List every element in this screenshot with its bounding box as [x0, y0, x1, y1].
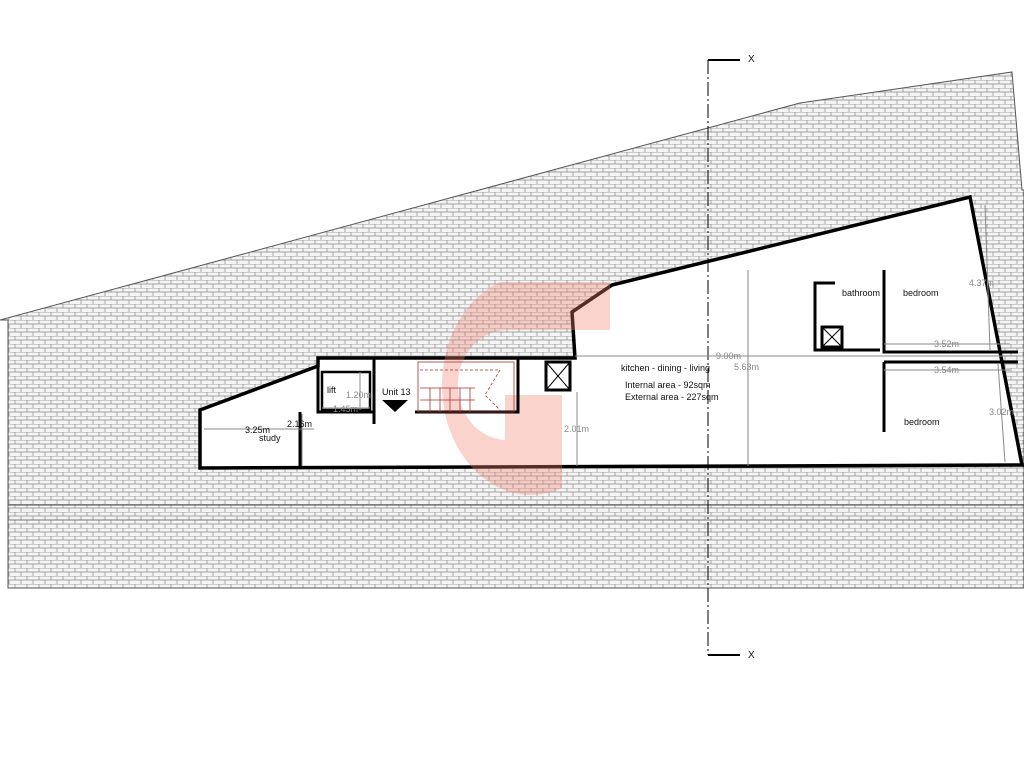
room-label-bedroom-2: bedroom: [904, 417, 940, 427]
dim-living-width: 9.00m: [716, 351, 741, 361]
dim-living-height: 5.63m: [734, 362, 759, 372]
staircase: [417, 361, 515, 413]
internal-area: Internal area - 92sqm: [625, 380, 711, 390]
room-label-bathroom: bathroom: [842, 288, 880, 298]
external-area: External area - 227sqm: [625, 392, 719, 402]
room-label-kitchen: kitchen - dining - living: [621, 363, 710, 373]
room-label-study: study: [259, 433, 281, 443]
dim-bedroom2-height: 3.02m: [989, 407, 1014, 417]
lift-shaft: [320, 370, 372, 412]
terrace-bottom: [7, 504, 1024, 589]
internal-walls: [298, 270, 1018, 468]
section-mark-bottom: X: [748, 650, 755, 661]
dim-bedroom1-height: 4.37m: [969, 278, 994, 288]
dim-study-height: 2.16m: [287, 419, 312, 429]
dim-lift-height: 1.20m: [346, 390, 371, 400]
unit-label: Unit 13: [382, 387, 411, 397]
dim-lift-width: 1.45m: [333, 404, 358, 414]
dimension-lines: [204, 204, 1018, 466]
section-mark-top: X: [748, 54, 755, 65]
dim-bedroom1-width: 3.52m: [934, 339, 959, 349]
dim-study-width: 3.25m: [245, 425, 270, 435]
dim-bedroom2-width: 3.54m: [934, 365, 959, 375]
watermark-logo: [441, 282, 610, 495]
section-line: [707, 59, 740, 656]
dim-stair-height: 2.01m: [564, 424, 589, 434]
room-label-lift: lift: [327, 385, 336, 395]
entrance-arrow-icon: [382, 400, 408, 412]
room-label-bedroom-1: bedroom: [903, 288, 939, 298]
